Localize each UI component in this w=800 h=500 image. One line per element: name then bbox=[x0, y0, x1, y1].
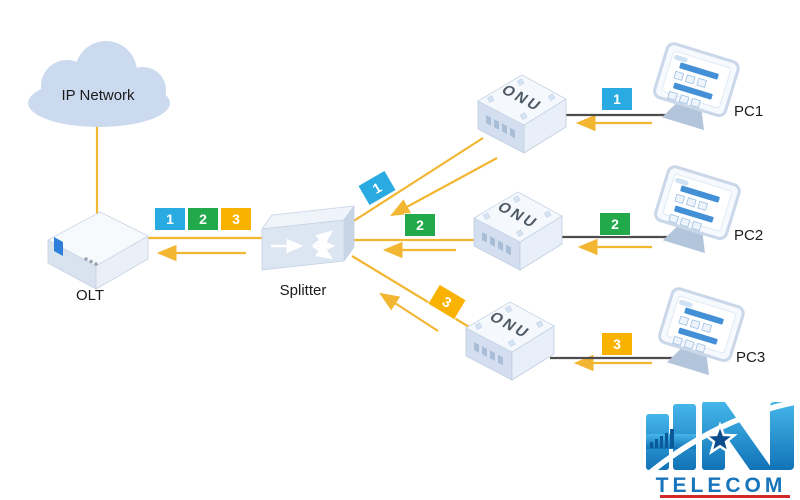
logo-wordmark: TELECOM bbox=[655, 474, 787, 497]
splitter-arrows-icon bbox=[271, 230, 336, 260]
logo-signal-icon bbox=[650, 429, 674, 448]
upstream-arrow-branch3 bbox=[379, 292, 439, 332]
packet-3-olt: 3 bbox=[221, 208, 251, 230]
pc3-label: PC3 bbox=[736, 349, 766, 366]
pc3-monitor bbox=[651, 285, 747, 381]
fiber-links bbox=[95, 114, 652, 372]
packet-3-pc: 3 bbox=[602, 333, 632, 355]
pc1-monitor bbox=[646, 40, 742, 136]
packet-2-olt: 2 bbox=[188, 208, 218, 230]
olt-label: OLT bbox=[75, 287, 105, 304]
olt-port-led bbox=[54, 237, 63, 256]
pc2-monitor bbox=[647, 163, 743, 259]
olt-device bbox=[47, 211, 149, 290]
upstream-arrow-branch1 bbox=[390, 157, 498, 217]
cloud-shape bbox=[28, 41, 170, 127]
packet-2-branch: 2 bbox=[405, 214, 435, 236]
link-splitter-onu3 bbox=[351, 255, 480, 334]
splitter-label: Splitter bbox=[279, 282, 327, 299]
hn-telecom-logo bbox=[644, 399, 797, 479]
logo-underline bbox=[660, 495, 790, 498]
olt-dots bbox=[84, 257, 98, 266]
pc1-label: PC1 bbox=[734, 103, 764, 120]
cloud-label: IP Network bbox=[61, 87, 135, 104]
logo-star-icon bbox=[702, 421, 738, 455]
link-splitter-onu1 bbox=[351, 137, 484, 223]
packet-1-olt: 1 bbox=[155, 208, 185, 230]
packet-1-pc: 1 bbox=[602, 88, 632, 110]
splitter-device bbox=[261, 205, 355, 271]
pc2-label: PC2 bbox=[734, 227, 764, 244]
packet-2-pc: 2 bbox=[600, 213, 630, 235]
